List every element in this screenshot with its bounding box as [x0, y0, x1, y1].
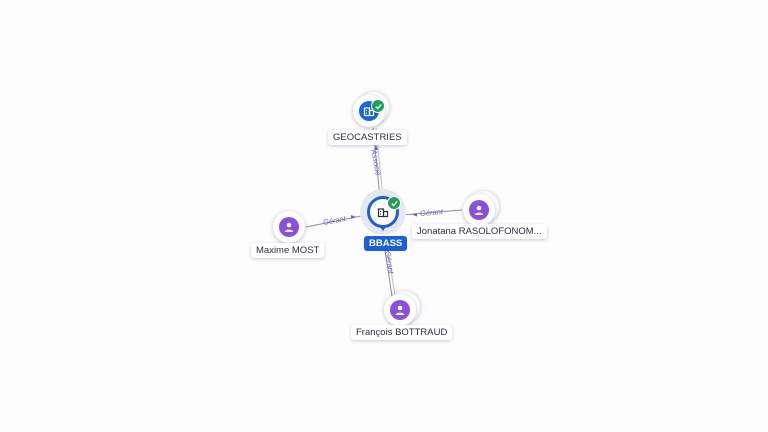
node-maxime-most-label: Maxime MOST	[251, 243, 325, 258]
verified-check-icon	[387, 196, 401, 210]
edge-right	[401, 209, 463, 217]
node-jonatana-bubble[interactable]	[463, 194, 495, 226]
person-icon	[279, 217, 299, 237]
building-icon	[377, 206, 389, 218]
edge-left-arrow	[351, 215, 356, 219]
edge-right-arrow	[412, 213, 417, 217]
node-francois-bottraud-label: François BOTTRAUD	[351, 325, 453, 340]
person-icon	[469, 200, 489, 220]
node-jonatana-label: Jonatana RASOLOFONOM...	[412, 224, 547, 239]
node-geocastries-label: GEOCASTRIES	[328, 130, 407, 145]
verified-check-icon	[371, 99, 385, 113]
node-bbass-pin[interactable]	[367, 196, 399, 228]
node-francois-bottraud-bubble[interactable]	[384, 294, 416, 326]
node-maxime-most-bubble[interactable]	[273, 211, 305, 243]
node-bbass-label: BBASS	[364, 236, 408, 251]
edge-left	[305, 214, 367, 228]
person-icon	[390, 300, 410, 320]
edge-top-arrow	[374, 145, 378, 150]
